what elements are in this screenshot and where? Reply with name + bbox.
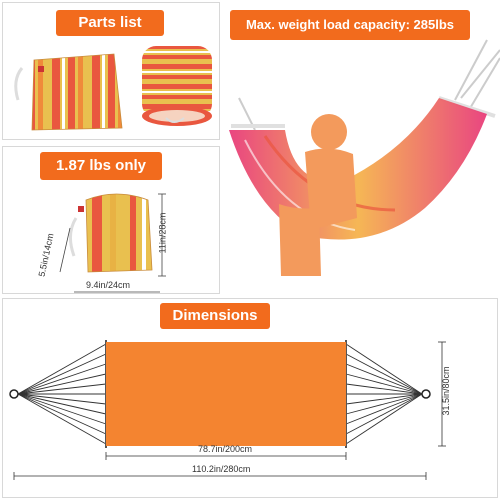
bed-width-label: 31.5in/80cm [441, 366, 451, 416]
drawstring-bag-icon [14, 53, 123, 131]
bed-length-label: 78.7in/200cm [198, 444, 253, 454]
hammock-person-icon [229, 39, 500, 276]
bag-width-label: 9.4in/24cm [86, 280, 131, 290]
rolled-hammock-icon [142, 46, 212, 126]
capacity-badge: Max. weight load capacity: 285lbs [230, 10, 470, 40]
parts-list-badge: Parts list [56, 10, 164, 36]
packed-bag-icon [69, 193, 153, 273]
weight-badge: 1.87 lbs only [40, 152, 162, 180]
total-length-label: 110.2in/280cm [192, 464, 251, 474]
dimensions-badge: Dimensions [160, 303, 270, 329]
